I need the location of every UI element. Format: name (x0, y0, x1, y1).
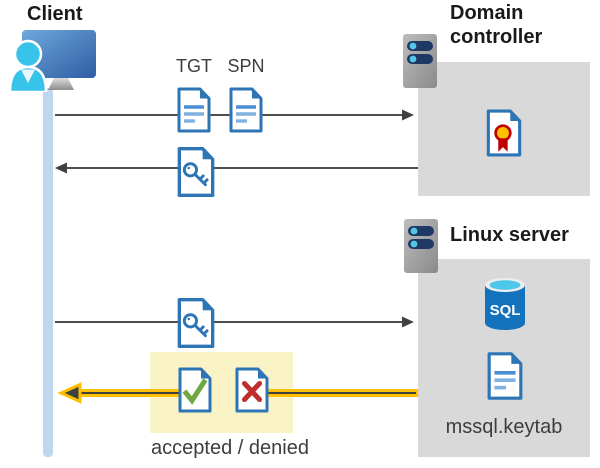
client-lifeline (43, 88, 53, 457)
client-title: Client (27, 3, 83, 25)
client-person-monitor-icon (8, 30, 96, 92)
domain-controller-server-icon (403, 34, 437, 88)
service-ticket-key-document-icon (177, 297, 215, 349)
tgt-ticket-key-document-icon (177, 147, 215, 197)
result-highlight-box (150, 352, 293, 433)
linux-server-server-icon (404, 219, 438, 273)
spn-document-icon (229, 87, 263, 133)
tgt-document-icon (177, 87, 211, 133)
arrow-client-to-linux (55, 316, 414, 328)
keytab-document-icon (487, 352, 523, 400)
keytab-filename-label: mssql.keytab (445, 416, 563, 438)
linux-server-title: Linux server (450, 224, 569, 246)
spn-label: SPN (227, 56, 265, 76)
sql-icon-text: SQL (490, 302, 521, 319)
result-label: accepted / denied (151, 437, 309, 459)
certificate-document-icon (486, 109, 522, 157)
tgt-label: TGT (176, 56, 212, 76)
denied-cross-document-icon (235, 367, 269, 413)
domain-controller-title: Domain controller (450, 2, 543, 48)
arrow-dc-to-client (55, 162, 418, 174)
accepted-check-document-icon (178, 367, 212, 413)
sql-database-icon: SQL (485, 278, 525, 330)
